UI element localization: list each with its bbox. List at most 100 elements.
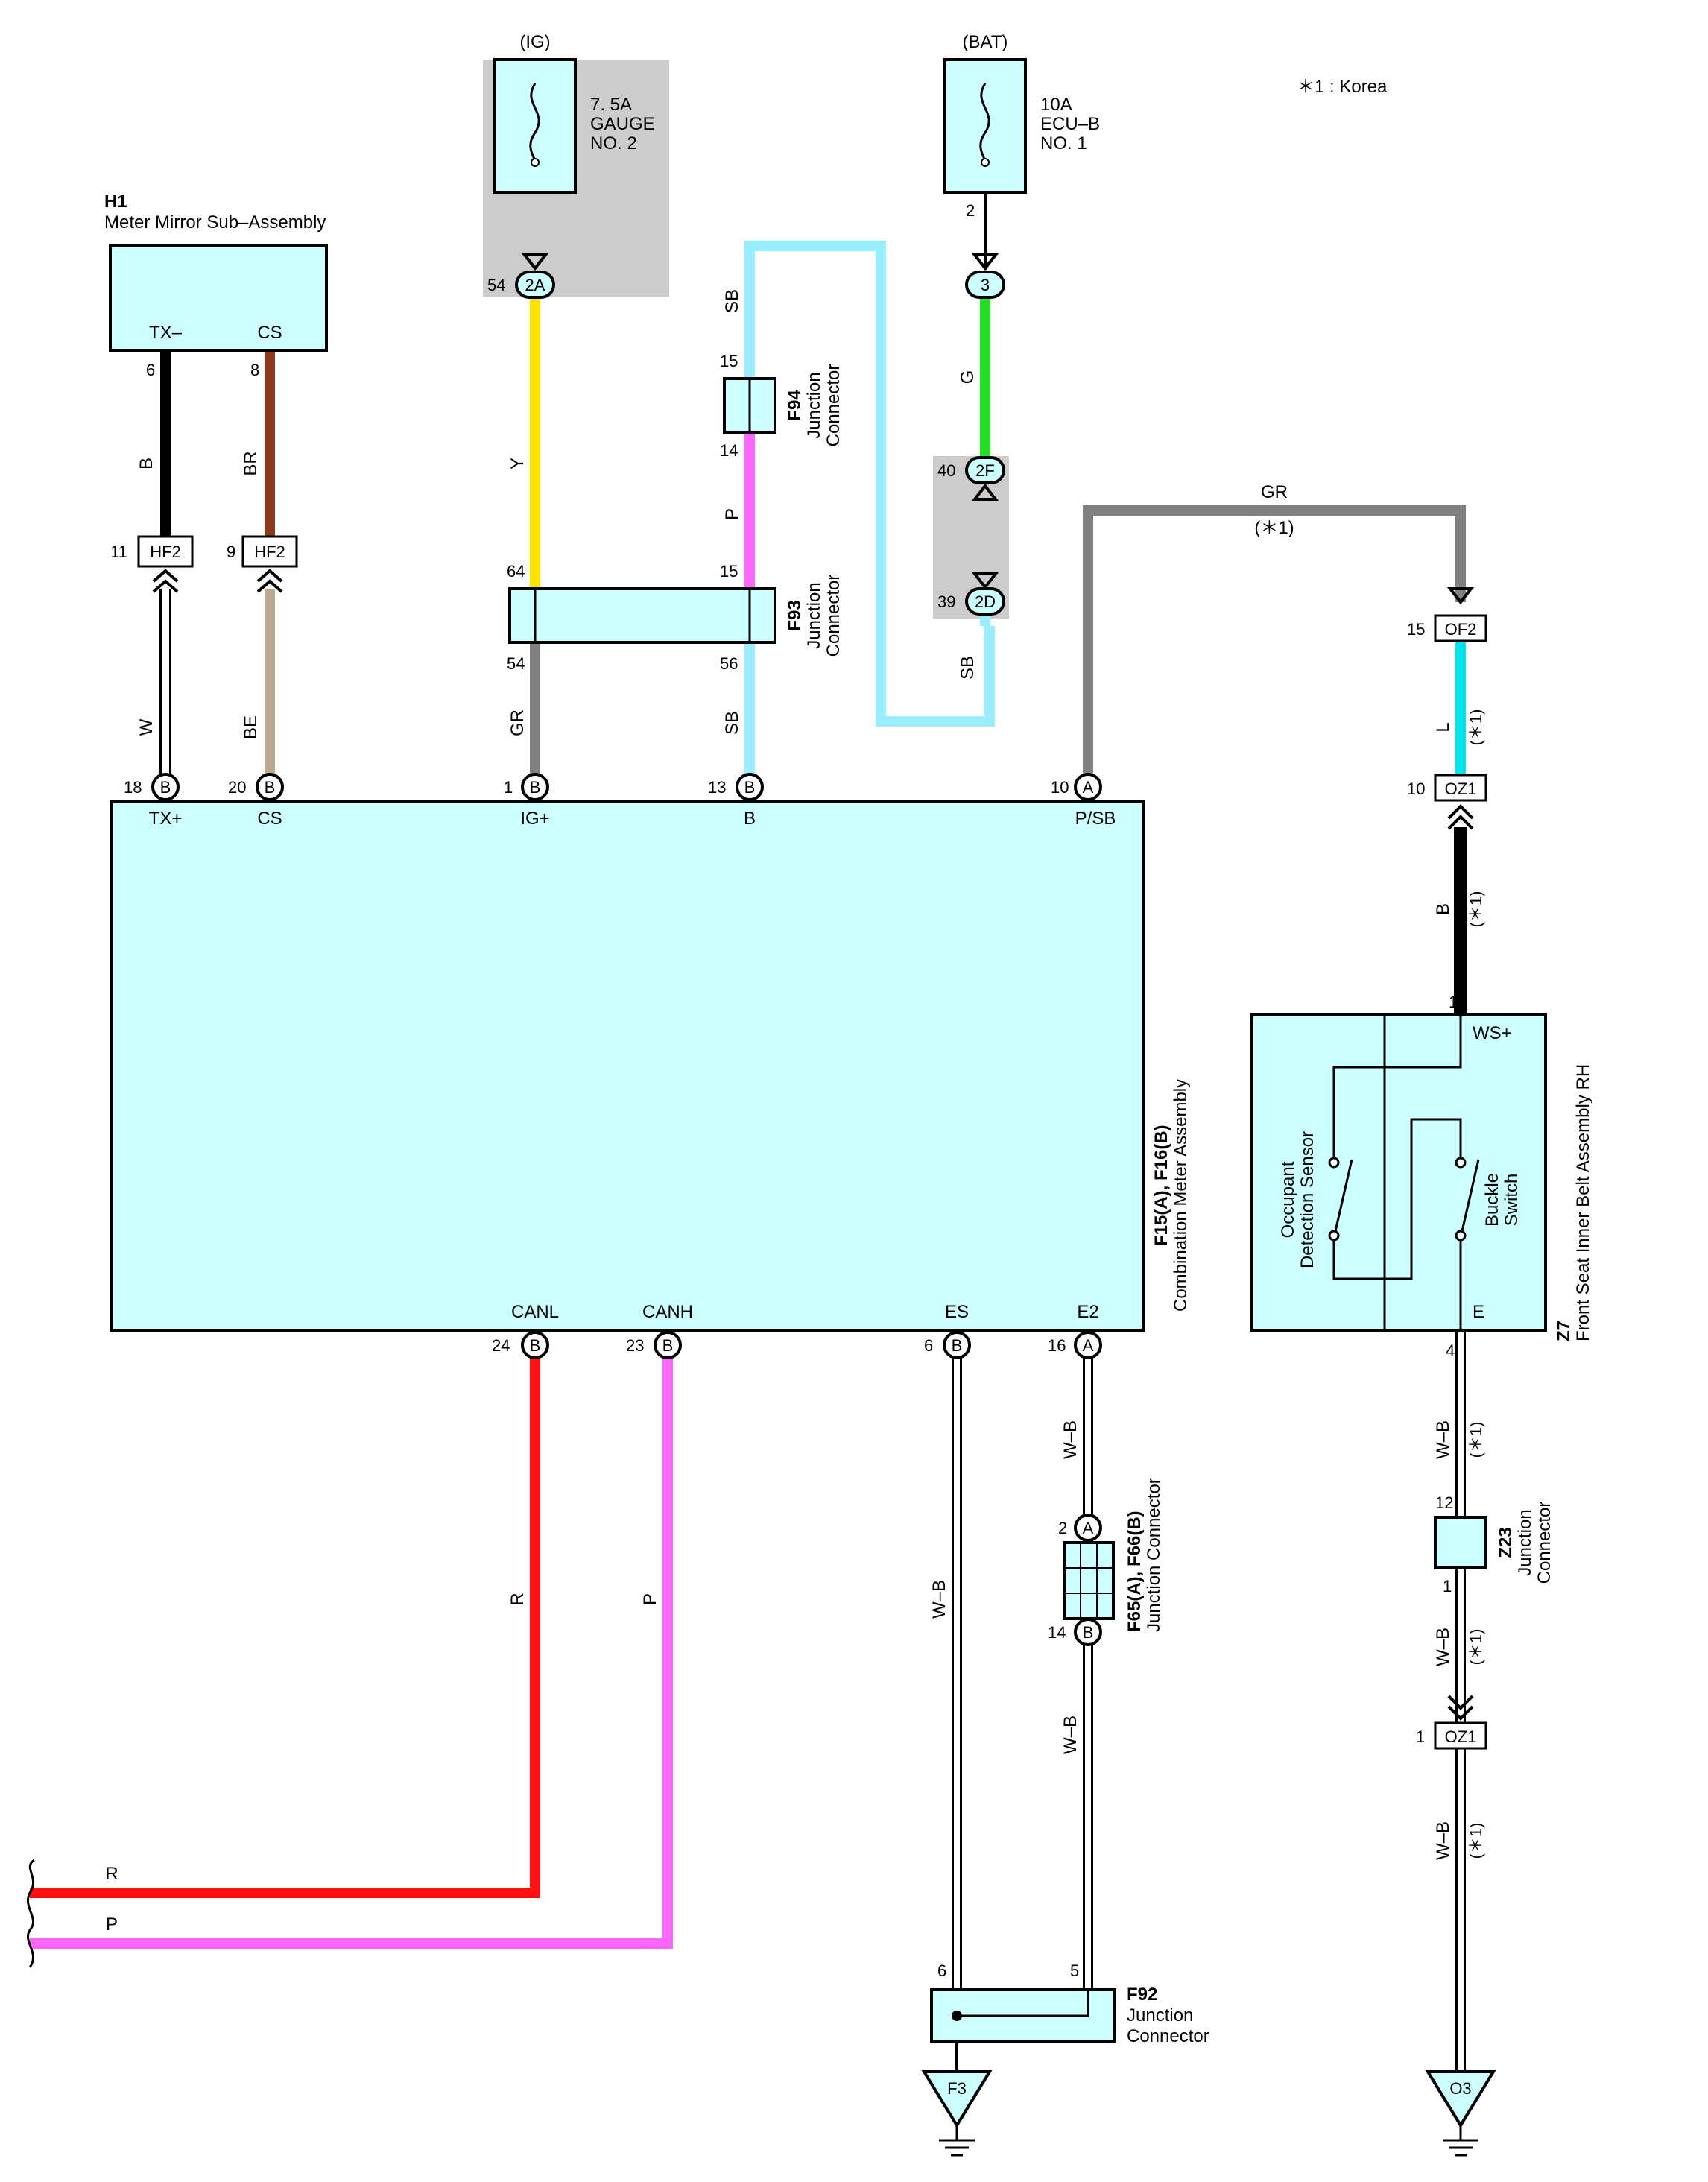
f65-pin-top: 2 xyxy=(1058,1519,1067,1537)
svg-text:B: B xyxy=(662,1336,674,1355)
f65-pin-b: B xyxy=(1074,1618,1102,1646)
meter-term-b: B xyxy=(744,809,756,829)
splice-dot xyxy=(952,2011,962,2021)
connector-hf2-b-pin: 9 xyxy=(227,543,235,561)
connector-2a xyxy=(515,271,555,299)
z7-code: Z7 xyxy=(1554,1321,1574,1341)
meter-term-ig: IG+ xyxy=(520,809,549,829)
z7-pin-top: 1 xyxy=(1449,993,1458,1011)
f93-pin-tl: 64 xyxy=(507,562,525,581)
connector-oz1-b-label: OZ1 xyxy=(1445,1727,1477,1746)
connector-hf2-a-label: HF2 xyxy=(150,543,181,561)
meter-pin-canh: B xyxy=(654,1331,682,1359)
wire-label-w: W xyxy=(136,718,156,736)
meter-pin-cs-num: 20 xyxy=(228,778,246,797)
ig-fuse-number: NO. 2 xyxy=(590,133,637,154)
wire-label-r-bottom: R xyxy=(105,1864,118,1884)
ig-fuse-rating: 7. 5A xyxy=(590,95,632,115)
ig-fuse-element-icon xyxy=(529,83,540,163)
z7-sensor-label2: Detection Sensor xyxy=(1297,1131,1318,1268)
connector-2d xyxy=(965,587,1005,616)
connector-oz1-b-pin: 1 xyxy=(1416,1727,1425,1746)
meter-pin-psb-num: 10 xyxy=(1051,778,1069,797)
f92-name2: Connector xyxy=(1127,2026,1209,2046)
wire-label-p-bottom: P xyxy=(106,1914,118,1935)
wire-r xyxy=(30,1356,540,1898)
svg-text:A: A xyxy=(1083,778,1094,797)
wire-label-gr-note: (＊1) xyxy=(1254,518,1294,538)
ig-fuse-name: GAUGE xyxy=(590,114,655,134)
wire-label-g: G xyxy=(958,370,978,385)
z23-pin-top: 12 xyxy=(1435,1493,1453,1512)
meter-term-canl: CANL xyxy=(511,1302,559,1322)
svg-text:B: B xyxy=(952,1336,963,1355)
wire-sb-loop xyxy=(744,241,995,727)
arrow-down-icon xyxy=(971,253,999,271)
wire-label-gr-ig: GR xyxy=(507,709,528,736)
svg-text:A: A xyxy=(1083,1336,1094,1355)
wire-label-wb-es: W–B xyxy=(929,1580,949,1619)
wire-label-sb-top: SB xyxy=(722,289,742,313)
connector-2a-pin: 54 xyxy=(487,276,505,294)
h1-box xyxy=(109,244,328,352)
f65-junction-connector xyxy=(1063,1541,1115,1620)
bat-fuse-element-icon xyxy=(979,83,990,163)
wire-label-p-f94: P xyxy=(722,508,742,520)
meter-term-cs: CS xyxy=(257,809,282,829)
connector-3-label: 3 xyxy=(981,276,990,294)
meter-name: Combination Meter Assembly xyxy=(1171,1079,1191,1312)
chevron-up-icon xyxy=(152,569,179,593)
z23-pin-bot: 1 xyxy=(1443,1577,1452,1596)
z7-term-e: E xyxy=(1473,1302,1484,1322)
chevron-up-icon xyxy=(1447,804,1474,830)
bat-fuse-pin: 2 xyxy=(966,201,975,220)
svg-text:B: B xyxy=(530,778,541,797)
legend-note: ＊1 : Korea xyxy=(1297,77,1388,97)
z7-pin-bot: 4 xyxy=(1446,1341,1455,1360)
wire-label-br: BR xyxy=(241,451,261,475)
meter-term-canh: CANH xyxy=(642,1302,693,1322)
meter-term-psb: P/SB xyxy=(1075,809,1116,829)
wire-label-b-h1: B xyxy=(136,458,156,469)
svg-text:A: A xyxy=(1083,1519,1094,1537)
bat-fuse xyxy=(943,58,1027,194)
f92-code: F92 xyxy=(1127,1985,1157,2005)
z7-term-ws: WS+ xyxy=(1473,1023,1512,1043)
f65-pin-bot: 14 xyxy=(1048,1623,1066,1642)
meter-pin-txp: B xyxy=(151,773,180,801)
arrow-down-icon xyxy=(971,572,999,590)
wire-break-icon xyxy=(27,1859,35,1968)
wire-label-p: P xyxy=(640,1593,660,1605)
f93-code: F93 xyxy=(785,600,805,630)
connector-oz1-b xyxy=(1434,1721,1487,1750)
wire-label-gr: GR xyxy=(1261,482,1288,502)
meter-pin-cs: B xyxy=(256,773,284,801)
meter-pin-canl: B xyxy=(521,1331,549,1359)
wire-label-y: Y xyxy=(507,458,528,469)
z7-sensor-label1: Occupant xyxy=(1278,1161,1298,1238)
meter-pin-canh-num: 23 xyxy=(626,1336,644,1355)
connector-hf2-b-label: HF2 xyxy=(254,543,285,561)
h1-pin-cs: 8 xyxy=(250,361,259,379)
wire-label-wb-z1-note: (＊1) xyxy=(1467,1422,1485,1458)
h1-pin-txm: 6 xyxy=(146,361,155,379)
wire-label-be: BE xyxy=(241,715,261,739)
meter-pin-b-num: 13 xyxy=(708,778,726,797)
svg-text:B: B xyxy=(1083,1623,1094,1642)
meter-pin-ig: B xyxy=(521,773,549,801)
wire-gr xyxy=(1083,505,1466,775)
meter-pin-ig-num: 1 xyxy=(504,778,513,797)
h1-term-cs: CS xyxy=(257,323,282,343)
wire-label-l-note: (＊1) xyxy=(1467,709,1485,746)
wire-label-wb-z1: W–B xyxy=(1433,1420,1453,1459)
bat-fuse-rating: 10A xyxy=(1040,95,1072,115)
wire-label-wb-z2-note: (＊1) xyxy=(1467,1629,1485,1666)
f65-name: Junction Connector xyxy=(1144,1478,1164,1632)
z7-switch-label2: Switch xyxy=(1502,1174,1522,1227)
f94-pin-top: 15 xyxy=(720,352,738,370)
meter-pin-e2: A xyxy=(1074,1331,1102,1359)
z23-name2: Connector xyxy=(1534,1502,1554,1584)
wire-label-sb-b: SB xyxy=(722,711,742,735)
connector-2a-label: 2A xyxy=(525,276,545,294)
